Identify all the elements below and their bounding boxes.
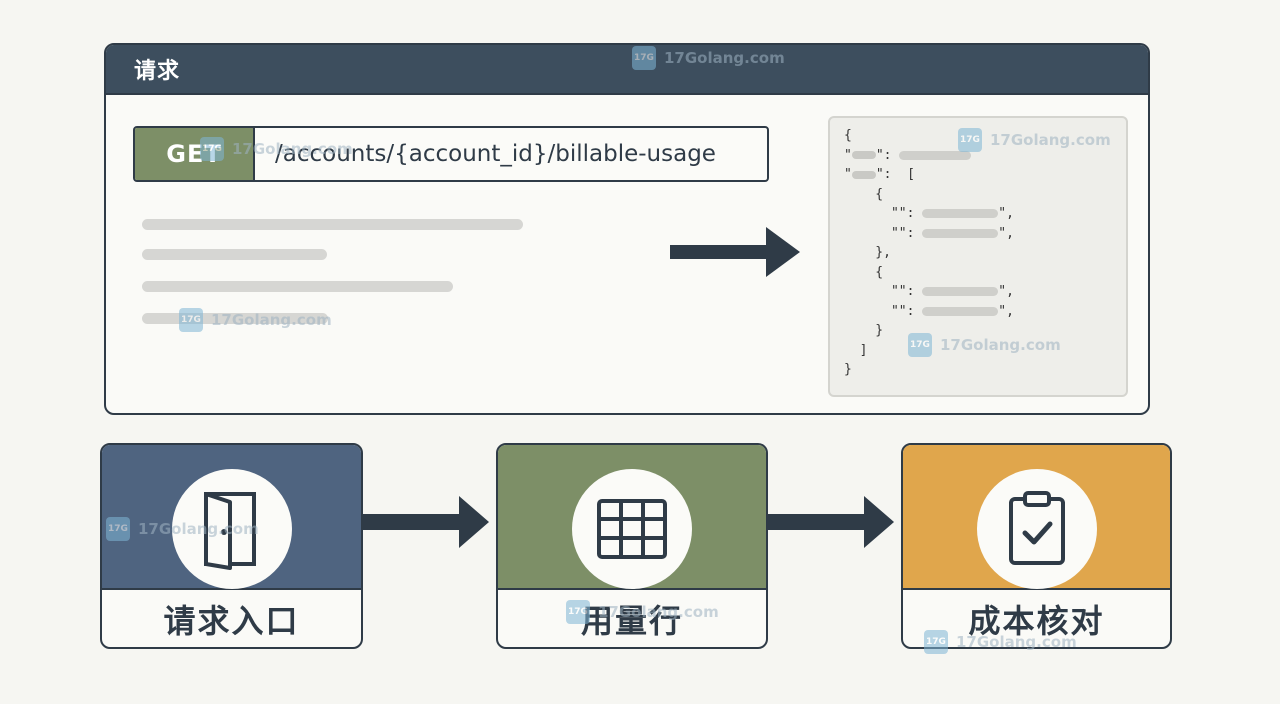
json-response-preview: { "": "": [ { "": ", "": ", }, { "": ", … [828,116,1128,397]
flow-arrow-icon [363,496,489,548]
json-line: { [844,128,852,144]
json-line: "": ", [844,206,1014,222]
json-line: "": ", [844,225,1014,241]
json-line: }, [844,245,891,261]
door-icon [203,492,256,570]
json-line: { [844,264,884,280]
table-grid-icon [597,499,667,559]
step-usage-rows: 用量行 [496,443,768,649]
endpoint-path: /accounts/{account_id}/billable-usage [275,141,716,167]
request-panel: 请求 GET /accounts/{account_id}/billable-u… [104,43,1150,415]
json-line: ] [844,342,868,358]
flow-arrow-icon [768,496,894,548]
json-line: } [844,323,884,339]
step-cost-reconciliation: 成本核对 [901,443,1172,649]
json-line: } [844,362,852,378]
placeholder-text-line [142,281,453,292]
json-line: { [844,186,884,202]
request-panel-title: 请求 [134,59,181,84]
step-icon-circle [572,469,692,589]
response-arrow-icon [670,227,800,277]
request-panel-header: 请求 [106,45,1148,95]
placeholder-text-line [142,219,523,230]
step-request-entry: 请求入口 [100,443,363,649]
step-label: 用量行 [580,601,683,640]
step-icon-circle [976,469,1097,589]
json-line: "": ", [844,303,1014,319]
step-label: 请求入口 [163,601,300,640]
http-method-badge: GET [135,128,255,180]
step-label: 成本核对 [968,601,1105,640]
placeholder-text-line [142,313,328,324]
step-icon-circle [171,469,292,589]
clipboard-check-icon [1008,491,1065,565]
placeholder-text-line [142,249,327,260]
json-line: "": [844,146,1126,166]
endpoint-bar: GET /accounts/{account_id}/billable-usag… [133,126,769,182]
json-line: "": [ [844,167,915,183]
json-line: "": ", [844,284,1014,300]
